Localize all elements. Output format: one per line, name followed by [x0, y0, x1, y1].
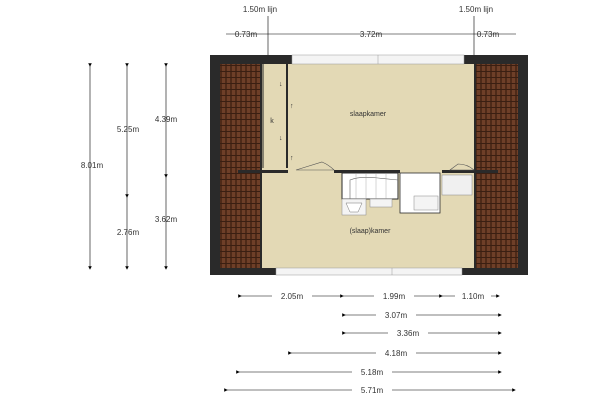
room-label-slaapkamer-2: (slaap)kamer: [350, 228, 392, 235]
door-swing-right: [449, 163, 475, 171]
vdim-upper-a: 5.25m: [117, 125, 140, 134]
shelf: [369, 198, 393, 208]
hdim-3: 1.10m: [462, 292, 485, 301]
cupboard: [441, 174, 473, 196]
partition-right: [442, 170, 498, 173]
svg-text:↓: ↓: [279, 135, 283, 142]
staircase: [341, 172, 399, 200]
vdim-upper-b: 4.39m: [155, 115, 178, 124]
hdim-6: 4.18m: [385, 349, 408, 358]
hdim-4: 3.07m: [385, 311, 408, 320]
vdim-total: 8.01m: [81, 161, 104, 170]
room-label-slaapkamer: slaapkamer: [350, 111, 387, 118]
roof-slope-right: [476, 64, 518, 268]
hdim-5: 3.36m: [397, 329, 420, 338]
top-dim-left: 0.73m: [235, 30, 258, 39]
partition-left: [238, 170, 288, 173]
hdim-1: 2.05m: [281, 292, 304, 301]
top-dim-mid: 3.72m: [360, 30, 383, 39]
floor-area: [262, 64, 474, 268]
partition-mid: [334, 170, 400, 173]
door-swing-left: [295, 161, 335, 171]
vdim-lower-b: 3.62m: [155, 215, 178, 224]
hdim-2: 1.99m: [383, 292, 406, 301]
lijn-right-label: 1.50m lijn: [459, 5, 493, 14]
svg-text:↓: ↓: [279, 81, 283, 88]
window-bottom: [275, 267, 463, 276]
sink: [413, 195, 439, 211]
room-label-k: k: [270, 118, 274, 125]
hdim-8: 5.71m: [361, 386, 384, 395]
top-dim-right: 0.73m: [477, 30, 500, 39]
svg-text:↑: ↑: [290, 103, 294, 110]
roof-slope-left: [220, 64, 260, 268]
lijn-left-label: 1.50m lijn: [243, 5, 277, 14]
svg-text:↑: ↑: [290, 155, 294, 162]
vdim-lower-a: 2.76m: [117, 228, 140, 237]
hdim-7: 5.18m: [361, 368, 384, 377]
